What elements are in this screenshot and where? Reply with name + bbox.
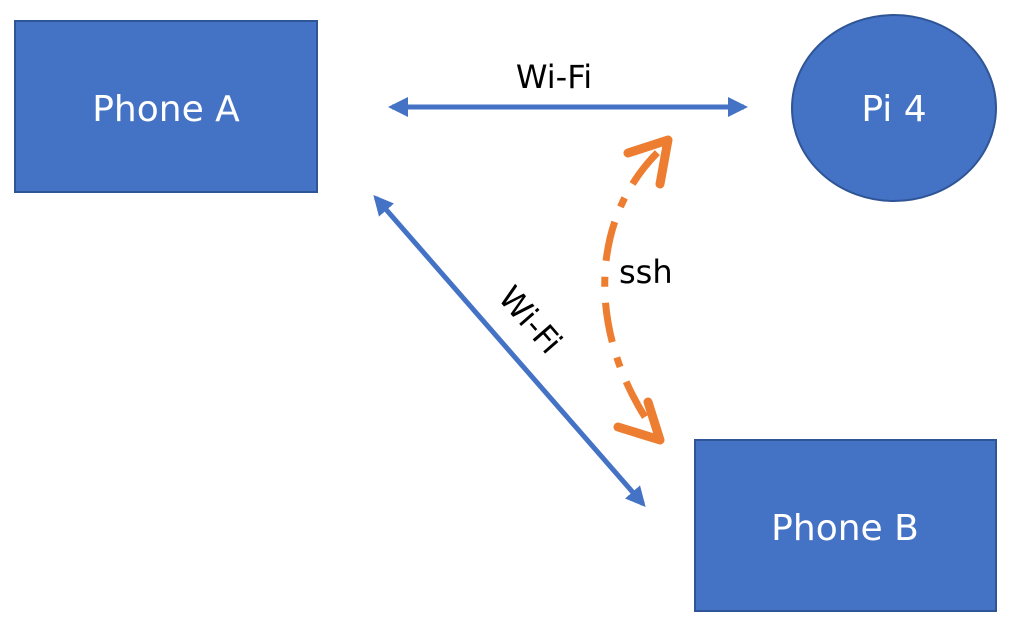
phone-b-label: Phone B [771,508,919,549]
ssh-label: ssh [619,253,673,291]
phone-b-box [694,439,997,612]
wifi-label-diagonal: Wi-Fi [491,279,570,362]
edge-phone-a-phone-b: Wi-Fi [373,194,646,508]
edge-phone-a-pi4: Wi-Fi [388,58,748,117]
edge-ssh: ssh [601,135,673,445]
phone-a-box [14,20,318,193]
wifi-arrow-diagonal [373,194,646,508]
ssh-arrowhead-top [623,135,673,189]
ssh-arrowhead-bottom [613,397,665,445]
node-phone-a: Phone A [14,20,318,193]
ssh-arrow-curve [601,147,663,419]
pi4-label: Pi 4 [861,89,926,130]
wifi-label-top: Wi-Fi [516,58,592,96]
node-phone-b: Phone B [694,439,997,612]
pi4-circle [791,14,997,202]
phone-a-label: Phone A [92,89,240,130]
node-pi4: Pi 4 [791,14,997,202]
